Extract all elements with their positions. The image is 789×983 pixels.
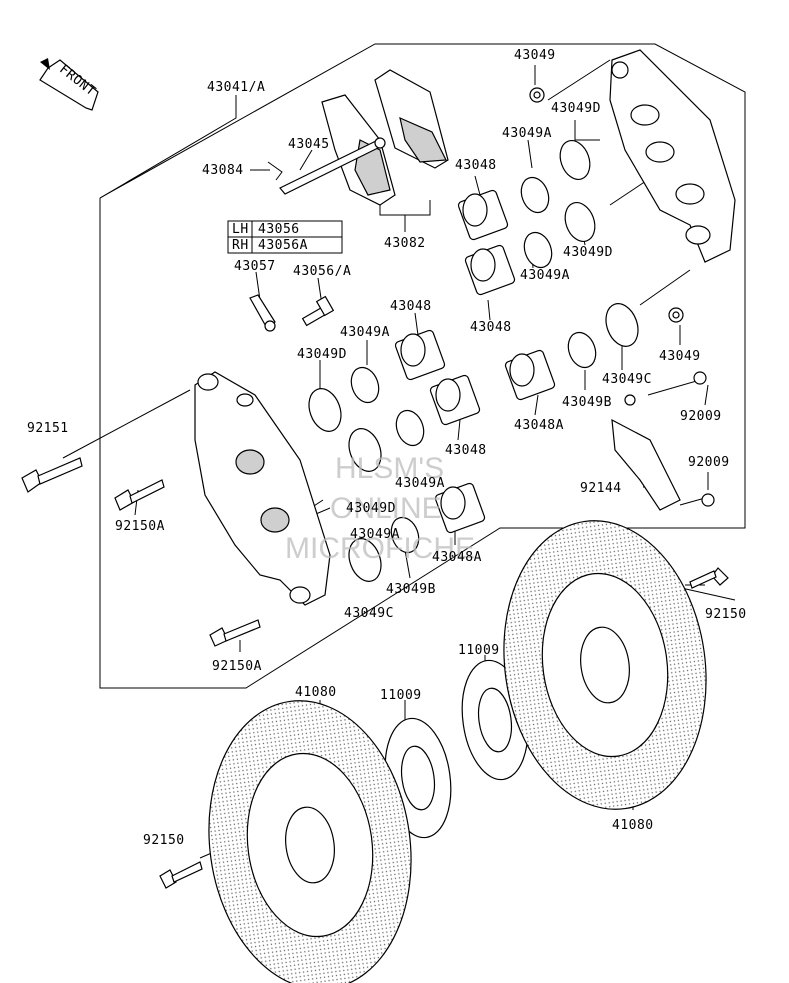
- label-43049-mid: 43049: [659, 349, 701, 364]
- label-43048-d: 43048: [445, 443, 487, 458]
- label-43057: 43057: [234, 259, 276, 274]
- label-43084: 43084: [202, 163, 244, 178]
- bolt-92151: [21, 457, 83, 493]
- hose-bracket: [611, 371, 715, 511]
- rh-label: RH: [232, 238, 249, 253]
- brake-disc-right: [503, 520, 707, 810]
- label-92150A-b: 92150A: [212, 659, 262, 674]
- label-92151: 92151: [27, 421, 69, 436]
- lhrh-table: LH 43056 RH 43056A: [227, 220, 343, 254]
- label-43041A: 43041/A: [207, 80, 265, 95]
- washer-top: [529, 87, 545, 103]
- bleeder-cap: [249, 294, 276, 332]
- label-43048A-b: 43048A: [432, 550, 482, 565]
- rh-part-number: 43056A: [258, 238, 308, 253]
- label-43049-top: 43049: [514, 48, 556, 63]
- piston-2: [464, 244, 516, 296]
- label-43048A-a: 43048A: [514, 418, 564, 433]
- piston-5: [504, 349, 556, 401]
- washer-mid: [668, 307, 684, 323]
- piston-1: [457, 189, 509, 241]
- pad-pin: [279, 137, 386, 195]
- label-43048-b: 43048: [470, 320, 512, 335]
- label-43049A-c: 43049A: [340, 325, 390, 340]
- label-92009-a: 92009: [680, 409, 722, 424]
- brake-pad-outer: [374, 69, 449, 169]
- piston-6: [434, 482, 486, 534]
- label-92144: 92144: [580, 481, 622, 496]
- label-92150-b: 92150: [143, 833, 185, 848]
- caliper-left-half: [194, 371, 331, 606]
- label-43049A-b: 43049A: [520, 268, 570, 283]
- label-11009-b: 11009: [380, 688, 422, 703]
- piston-4: [429, 374, 481, 426]
- label-43049D-c: 43049D: [297, 347, 347, 362]
- bolt-92150A-lower: [209, 619, 261, 647]
- watermark-line-3: MICROFICHE: [285, 532, 475, 565]
- piston-3: [394, 329, 446, 381]
- label-43048-a: 43048: [455, 158, 497, 173]
- label-43049D-d: 43049D: [346, 501, 396, 516]
- label-43049C-a: 43049C: [602, 372, 652, 387]
- part-labels: 43041/A 43045 43084 43082 43057 43056/A …: [27, 48, 747, 848]
- watermark: HLSM'S ONLINE MICROFICHE: [285, 452, 475, 565]
- label-43049B-a: 43049B: [562, 395, 612, 410]
- watermark-line-1: HLSM'S: [335, 452, 444, 485]
- label-43049D-b: 43049D: [563, 245, 613, 260]
- label-43082: 43082: [384, 236, 426, 251]
- lh-label: LH: [232, 222, 249, 237]
- label-43049D-a: 43049D: [551, 101, 601, 116]
- label-43049A-d: 43049A: [395, 476, 445, 491]
- watermark-line-2: ONLINE: [330, 492, 442, 525]
- bleeder-valve: [301, 295, 335, 327]
- label-41080-a: 41080: [295, 685, 337, 700]
- label-43048-c: 43048: [390, 299, 432, 314]
- brake-disc-left: [208, 700, 412, 983]
- label-43049C-b: 43049C: [344, 606, 394, 621]
- label-43049B-b: 43049B: [386, 582, 436, 597]
- bolt-92150-right: [689, 567, 729, 589]
- front-direction-badge: FRONT: [39, 58, 99, 111]
- bolt-92150-left: [159, 861, 203, 889]
- label-41080-b: 41080: [612, 818, 654, 833]
- label-43049A-e: 43049A: [350, 527, 400, 542]
- pin-clip: [267, 161, 283, 181]
- label-11009-a: 11009: [458, 643, 500, 658]
- bolt-92150A-upper: [114, 479, 165, 511]
- lh-part-number: 43056: [258, 222, 300, 237]
- label-43049A-a: 43049A: [502, 126, 552, 141]
- label-43056A: 43056/A: [293, 264, 351, 279]
- seals: [308, 140, 639, 582]
- label-43045: 43045: [288, 137, 330, 152]
- label-92150-a: 92150: [705, 607, 747, 622]
- label-92009-b: 92009: [688, 455, 730, 470]
- caliper-assembly-outline: [99, 43, 746, 689]
- label-92150A-a: 92150A: [115, 519, 165, 534]
- caliper-right-half: [609, 49, 736, 263]
